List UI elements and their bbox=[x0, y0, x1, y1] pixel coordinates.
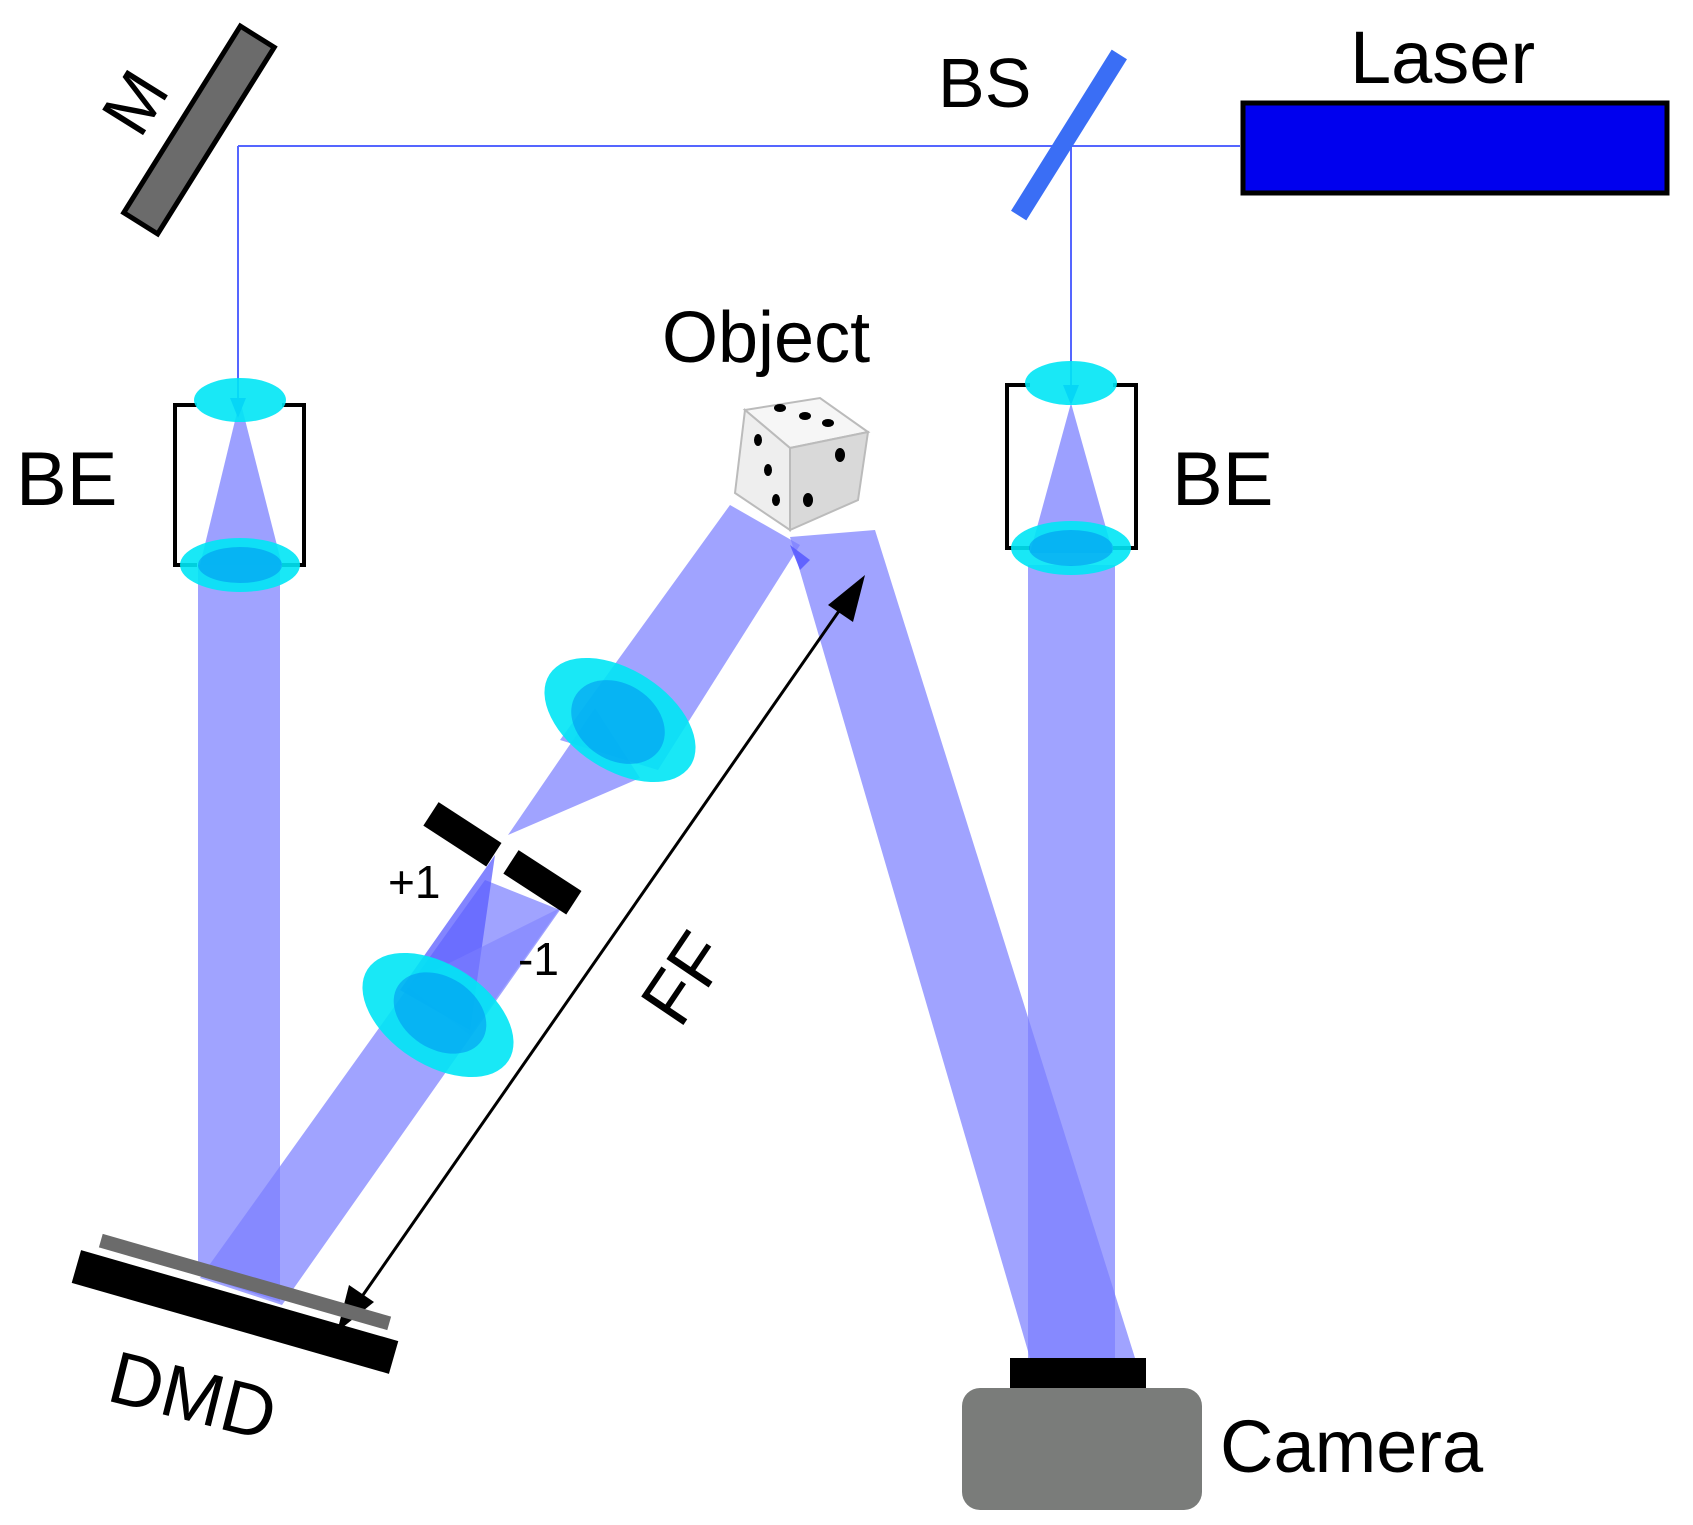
mirror-label: M bbox=[87, 57, 184, 148]
camera-label: Camera bbox=[1220, 1405, 1484, 1488]
thin-beam-path bbox=[237, 145, 1240, 403]
ff-label: FF bbox=[624, 918, 743, 1039]
object-label: Object bbox=[662, 298, 870, 378]
right-be-cone bbox=[1030, 403, 1113, 553]
die-pip bbox=[835, 448, 845, 462]
die-pip bbox=[772, 494, 780, 506]
lower-diagonal-lens-core bbox=[393, 972, 487, 1054]
right-be-small-lens bbox=[1025, 361, 1117, 405]
die-pip bbox=[803, 493, 813, 507]
dmd-plate bbox=[98, 1233, 392, 1331]
beam-splitter bbox=[1011, 49, 1127, 221]
left-beam-expander bbox=[173, 378, 306, 592]
left-vertical-beam bbox=[198, 565, 280, 1302]
left-be-bracket-right bbox=[282, 403, 306, 567]
upper-diagonal-lens-core bbox=[571, 680, 665, 764]
laser-label: Laser bbox=[1350, 16, 1535, 99]
camera-lens-mount bbox=[1010, 1358, 1146, 1388]
ff-arrow-shaft bbox=[345, 587, 857, 1319]
camera bbox=[962, 1358, 1202, 1510]
right-beam-expander bbox=[1005, 361, 1138, 575]
dmd bbox=[71, 1233, 399, 1374]
ff-arrowhead-top bbox=[828, 575, 865, 622]
left-be-small-lens bbox=[194, 378, 286, 422]
aperture-lower-blade bbox=[503, 850, 582, 915]
die-pip bbox=[774, 404, 786, 412]
camera-body bbox=[962, 1388, 1202, 1510]
die-pip bbox=[754, 434, 762, 446]
object-small-cone bbox=[790, 545, 810, 570]
left-be-cone bbox=[200, 400, 282, 565]
minus-one-order-label: -1 bbox=[518, 933, 559, 985]
die-pip bbox=[799, 412, 811, 420]
object-die bbox=[733, 396, 871, 532]
die-pip bbox=[822, 419, 834, 427]
right-vertical-beam bbox=[1028, 565, 1115, 1358]
left-be-label: BE bbox=[16, 437, 117, 522]
right-be-bracket-right bbox=[1113, 383, 1138, 550]
dmd-body bbox=[71, 1250, 399, 1374]
dmd-label: DMD bbox=[101, 1335, 285, 1456]
die-pips bbox=[754, 404, 845, 507]
beam-splitter-label: BS bbox=[938, 44, 1031, 122]
right-be-bracket-left bbox=[1005, 383, 1030, 550]
die-right-face bbox=[789, 430, 870, 532]
die-pip bbox=[764, 464, 772, 476]
laser-body bbox=[1240, 100, 1670, 196]
left-be-large-lens-core bbox=[198, 547, 282, 583]
right-be-large-lens-core bbox=[1029, 530, 1113, 566]
aperture-upper-blade bbox=[423, 802, 502, 867]
mirror bbox=[120, 22, 278, 238]
plus-one-order-label: +1 bbox=[388, 856, 440, 908]
right-be-label: BE bbox=[1172, 437, 1273, 522]
left-be-bracket-left bbox=[173, 403, 197, 567]
